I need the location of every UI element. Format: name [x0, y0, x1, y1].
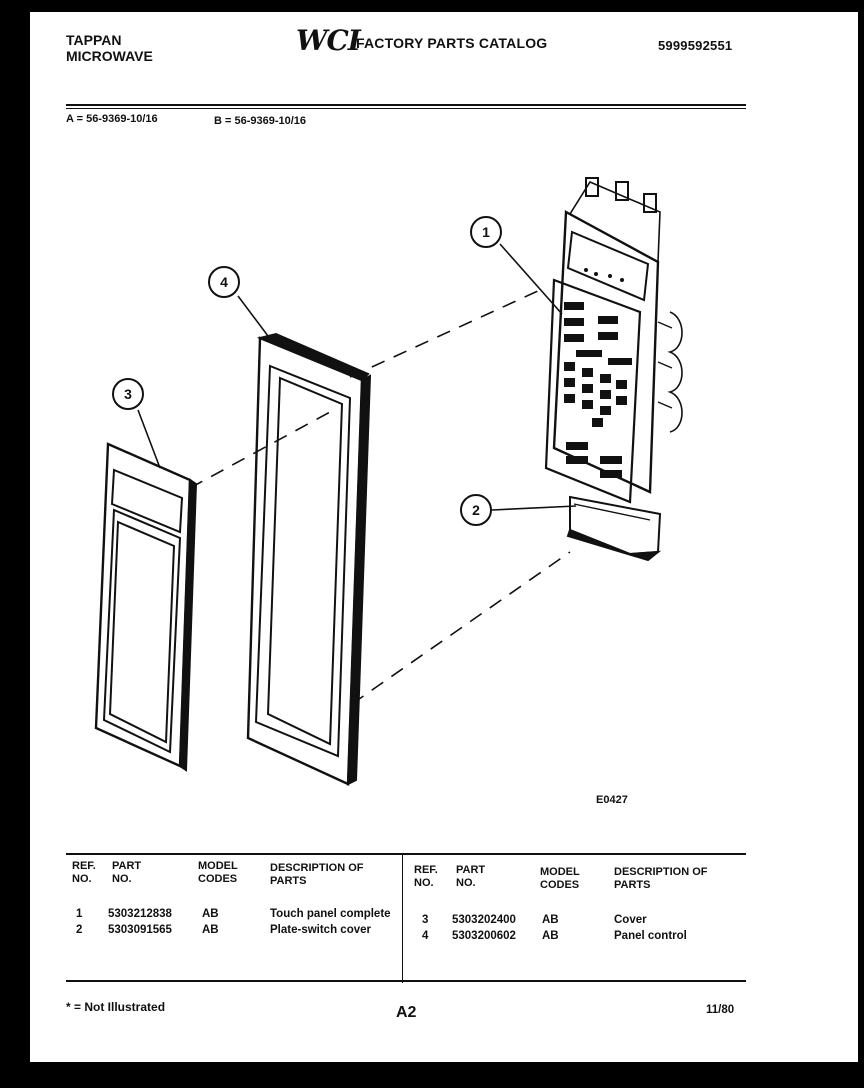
- part-cover: [94, 442, 198, 772]
- catalog-number: 5999592551: [658, 38, 733, 53]
- callout-2: 2: [472, 502, 480, 518]
- part-touch-panel: [544, 177, 683, 504]
- codes-cell: AB: [202, 908, 219, 920]
- codes-cell: AB: [542, 930, 559, 942]
- alignment-lines: [189, 289, 571, 705]
- page-number: A2: [396, 1004, 417, 1021]
- table-top-rule: [66, 853, 746, 855]
- callout-4: 4: [220, 274, 228, 290]
- desc-cell: Panel control: [614, 930, 687, 942]
- part-cell: 5303091565: [108, 924, 172, 936]
- ref-cell: 3: [422, 914, 429, 926]
- callout-2-circle: [460, 494, 492, 526]
- header-model-codes-right: MODEL CODES: [540, 866, 580, 891]
- catalog-page: TAPPAN MICROWAVE WCI FACTORY PARTS CATAL…: [30, 12, 858, 1062]
- callout-3: 3: [124, 386, 132, 402]
- header-part-no: PART NO.: [112, 860, 142, 885]
- keypad-buttons: [564, 302, 632, 478]
- desc-cell: Touch panel complete: [270, 908, 391, 920]
- part-cell: 5303202400: [452, 914, 516, 926]
- exploded-diagram: 1 2 3 4: [94, 177, 683, 786]
- callout-1: 1: [482, 224, 490, 240]
- header-ref-no-right: REF. NO.: [414, 864, 438, 889]
- part-panel-control: [246, 332, 372, 786]
- header-description-right: DESCRIPTION OF PARTS: [614, 866, 708, 891]
- header-ref-no: REF. NO.: [72, 860, 96, 885]
- callout-4-circle: [208, 266, 240, 298]
- part-plate-switch-cover: [566, 495, 662, 562]
- footnote: * = Not Illustrated: [66, 1000, 166, 1014]
- catalog-title: FACTORY PARTS CATALOG: [356, 35, 548, 51]
- ref-cell: 2: [76, 924, 83, 936]
- table-bottom-rule: [66, 980, 746, 982]
- codes-cell: AB: [542, 914, 559, 926]
- codes-cell: AB: [202, 924, 219, 936]
- part-cell: 5303212838: [108, 908, 172, 920]
- brand-name: TAPPAN: [66, 32, 122, 48]
- revision-date: 11/80: [706, 1004, 735, 1016]
- brand-block: TAPPAN MICROWAVE: [66, 32, 153, 64]
- desc-cell: Plate-switch cover: [270, 924, 371, 936]
- part-cell: 5303200602: [452, 930, 516, 942]
- header-model-codes: MODEL CODES: [198, 860, 238, 885]
- desc-cell: Cover: [614, 914, 647, 926]
- product-type: MICROWAVE: [66, 48, 153, 64]
- header-description: DESCRIPTION OF PARTS: [270, 862, 364, 887]
- callout-1-circle: [470, 216, 502, 248]
- figure-code: E0427: [596, 794, 628, 806]
- model-a: A = 56-9369-10/16: [66, 113, 158, 125]
- model-b: B = 56-9369-10/16: [214, 115, 307, 127]
- callout-3-circle: [112, 378, 144, 410]
- ref-cell: 4: [422, 930, 429, 942]
- header-part-no-right: PART NO.: [456, 864, 486, 889]
- wci-logo: WCI: [296, 24, 361, 57]
- header-rule-bottom: [66, 108, 746, 109]
- table-center-divider: [402, 855, 403, 983]
- callout-leaders: [137, 243, 577, 511]
- header-rule-top: [66, 104, 746, 106]
- ref-cell: 1: [76, 908, 83, 920]
